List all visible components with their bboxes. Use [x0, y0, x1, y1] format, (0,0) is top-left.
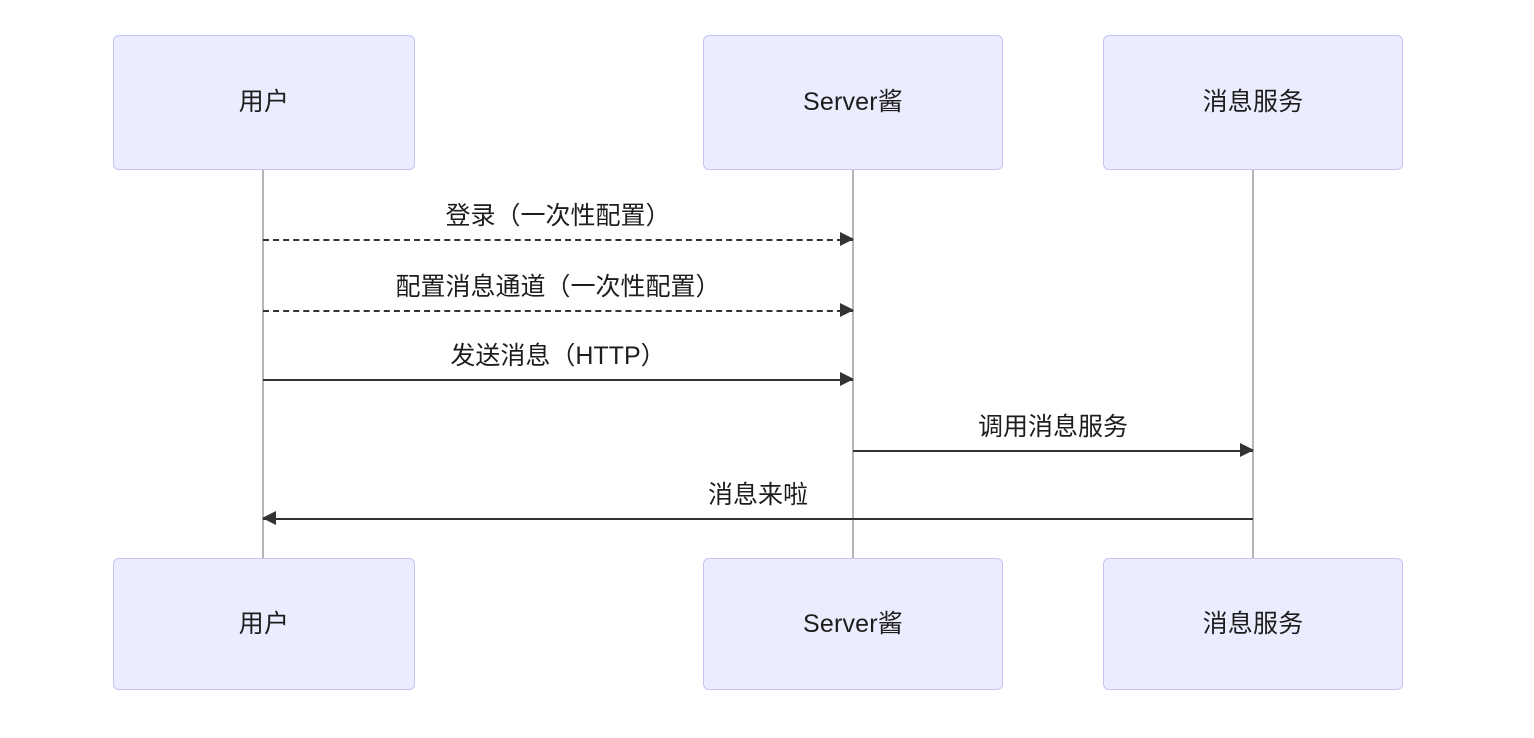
participant-label: Server酱 — [802, 88, 904, 116]
arrowhead-icon — [1240, 443, 1254, 457]
message-label: 消息来啦 — [707, 481, 808, 509]
participant-header-msgservice[interactable]: 消息服务 — [1103, 35, 1403, 170]
participant-header-user[interactable]: 用户 — [113, 35, 415, 170]
message-label: 配置消息通道（一次性配置） — [395, 273, 721, 301]
participant-label: 用户 — [238, 88, 290, 116]
participant-label: 消息服务 — [1202, 88, 1304, 116]
message-line — [263, 239, 853, 241]
participant-label: Server酱 — [802, 609, 904, 638]
message-label: 发送消息（HTTP） — [450, 342, 666, 370]
lifeline-serverchan — [852, 170, 854, 558]
message-line — [263, 310, 853, 312]
arrowhead-icon — [840, 372, 854, 386]
participant-header-serverchan[interactable]: Server酱 — [703, 35, 1003, 170]
message-label: 调用消息服务 — [977, 413, 1128, 441]
message-line — [263, 379, 853, 381]
participant-footer-user[interactable]: 用户 — [113, 558, 415, 690]
participant-footer-serverchan[interactable]: Server酱 — [703, 558, 1003, 690]
lifeline-user — [262, 170, 264, 558]
arrowhead-icon — [840, 232, 854, 246]
message-line — [263, 518, 1253, 520]
participant-footer-msgservice[interactable]: 消息服务 — [1103, 558, 1403, 690]
lifeline-msgservice — [1252, 170, 1254, 558]
message-line — [853, 450, 1253, 452]
message-label: 登录（一次性配置） — [445, 202, 671, 230]
arrowhead-icon — [840, 303, 854, 317]
participant-label: 用户 — [238, 609, 290, 638]
participant-label: 消息服务 — [1202, 609, 1304, 638]
arrowhead-icon — [262, 511, 276, 525]
